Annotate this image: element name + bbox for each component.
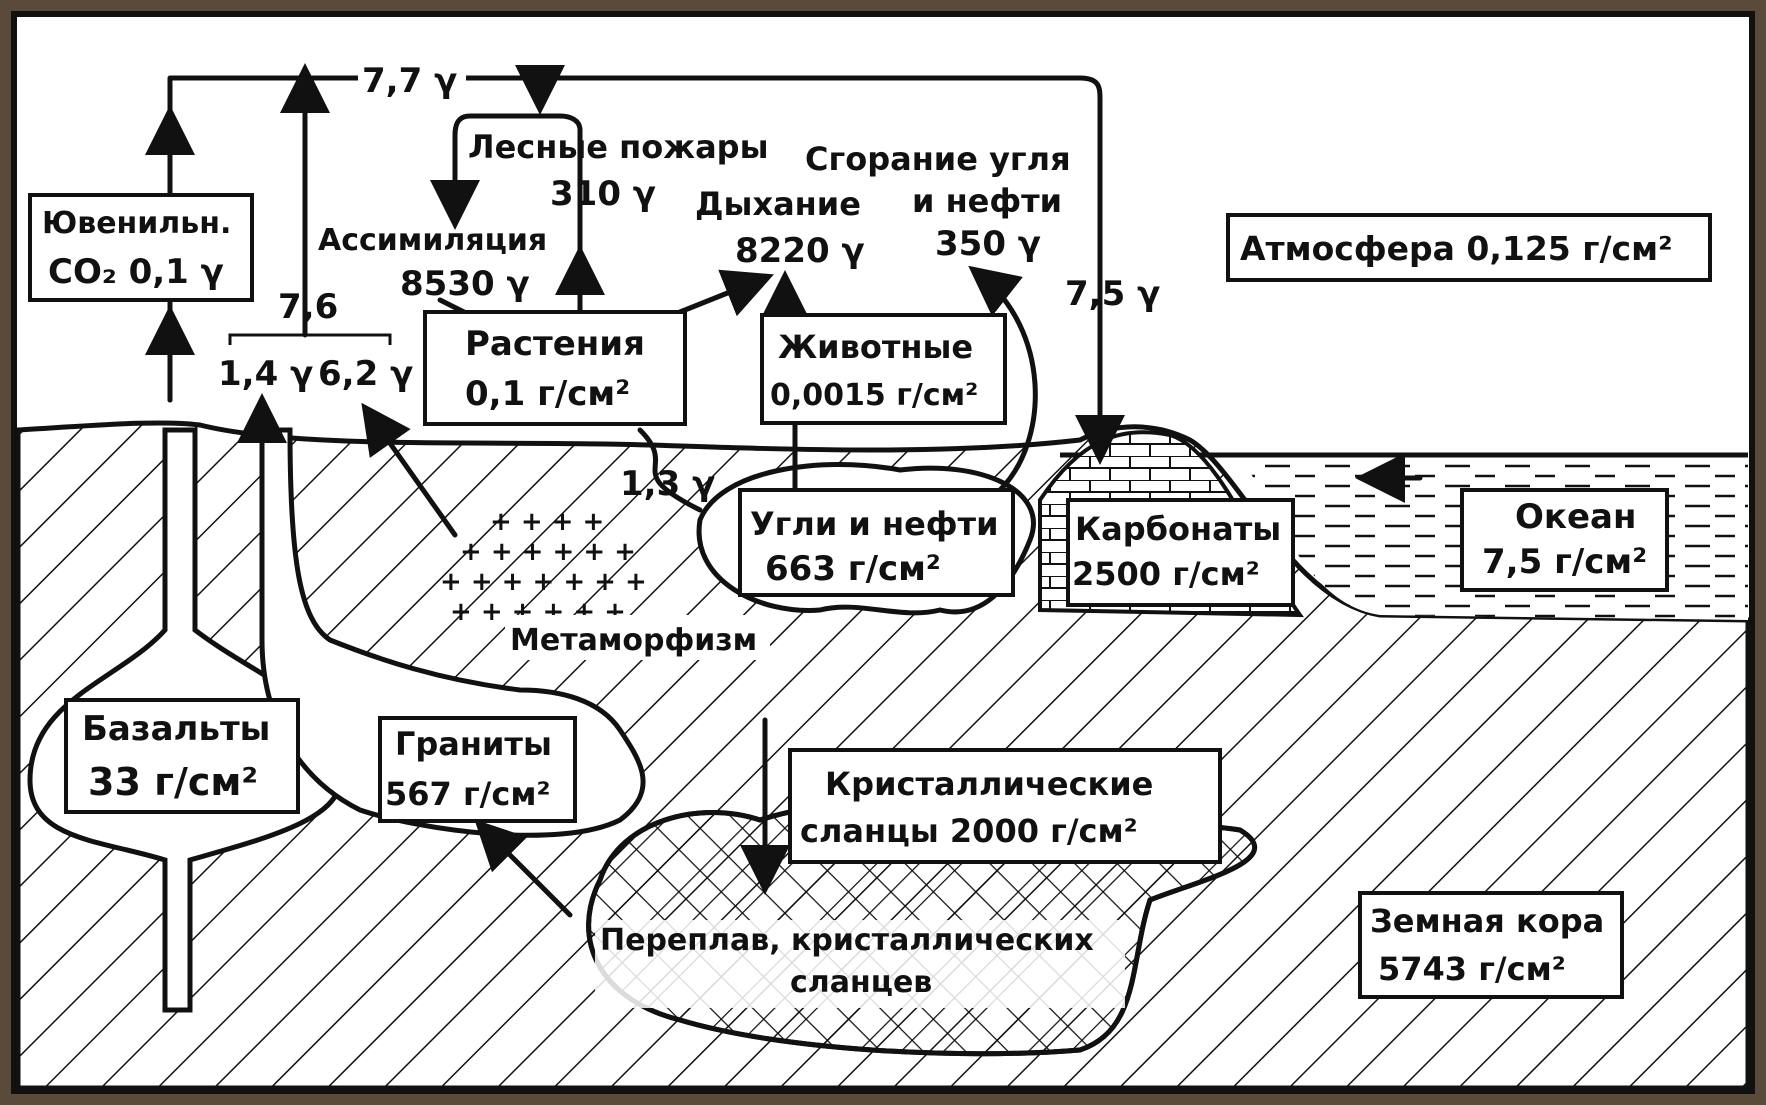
coal-burn-label-2: и нефти — [912, 182, 1062, 220]
crust-box — [1358, 891, 1624, 999]
ocean-label-1: Океан — [1515, 497, 1636, 537]
resp-value: 8220 γ — [735, 231, 865, 271]
coal-box — [738, 488, 1015, 597]
assim-value: 8530 γ — [400, 264, 530, 304]
carbonates-label-2: 2500 г/см² — [1072, 555, 1260, 593]
flux-62-label: 6,2 γ — [318, 354, 413, 394]
metamorph-arrow — [361, 402, 458, 538]
svg-text:+ + + + + +: + + + + + + — [460, 537, 636, 567]
granite-label-1: Граниты — [395, 725, 552, 763]
coal-burn-label-1: Сгорание угля — [805, 140, 1071, 178]
schist-label-2: сланцы 2000 г/см² — [800, 812, 1138, 850]
carbonates-box — [1066, 498, 1295, 607]
basalt-box — [64, 698, 300, 814]
juvenile-label-2: CO₂ 0,1 γ — [48, 252, 224, 292]
svg-text:+ + + + + + +: + + + + + + + — [440, 567, 647, 597]
crust-label-2: 5743 г/см² — [1378, 950, 1566, 988]
crust-label-1: Земная кора — [1370, 902, 1604, 940]
basalt-label-1: Базальты — [82, 709, 270, 749]
coal-label-2: 663 г/см² — [765, 549, 941, 589]
labels-group: 7,7 γ Лесные пожары 310 γ Сгорание угля … — [42, 55, 1673, 1008]
assim-label: Ассимиляция — [318, 223, 547, 258]
schist-box — [788, 748, 1222, 864]
plants-label-2: 0,1 г/см² — [465, 374, 630, 414]
coal-burn-arrow — [968, 265, 1038, 493]
remelt-to-granite-arrow — [474, 819, 573, 918]
flux-brace — [228, 325, 392, 345]
coal-burn-value: 350 γ — [935, 224, 1041, 264]
granite-box — [378, 716, 577, 823]
juvenile-box — [28, 193, 254, 302]
flux-13-label: 1,3 γ — [620, 464, 715, 504]
flux-76-label: 7,6 — [278, 287, 338, 327]
animals-label-2: 0,0015 г/см² — [770, 378, 978, 413]
plants-box — [423, 310, 687, 426]
basalt-label-2: 33 г/см² — [88, 760, 258, 804]
granite-label-2: 567 г/см² — [385, 775, 550, 813]
juvenile-label-1: Ювенильн. — [42, 206, 231, 241]
remelt-label-2: сланцев — [790, 965, 932, 1000]
atmosphere-box — [1226, 213, 1712, 282]
flux-top-label: 7,7 γ — [362, 61, 457, 101]
animals-label-1: Животные — [778, 328, 973, 366]
plants-label-1: Растения — [465, 324, 645, 364]
svg-text:+ + + +: + + + + — [490, 507, 604, 537]
remelt-label-1: Переплав, кристаллических — [600, 923, 1094, 958]
fires-label: Лесные пожары — [468, 128, 769, 166]
resp-label: Дыхание — [695, 185, 861, 223]
ocean-box — [1460, 488, 1669, 592]
carbonates-label-1: Карбонаты — [1075, 510, 1281, 548]
fire-loop — [452, 113, 583, 298]
flux-75-label: 7,5 γ — [1065, 274, 1160, 314]
ocean-label-2: 7,5 г/см² — [1482, 542, 1647, 582]
schist-label-1: Кристаллические — [825, 765, 1153, 803]
animals-box — [760, 313, 1007, 425]
atmosphere-label: Атмосфера 0,125 г/см² — [1240, 229, 1673, 268]
coal-label-1: Угли и нефти — [750, 505, 998, 543]
fires-value: 310 γ — [550, 174, 656, 214]
plants-to-coal-arrow — [637, 427, 703, 513]
metamorphism-label: Метаморфизм — [510, 623, 757, 658]
flux-14-label: 1,4 γ — [218, 354, 313, 394]
